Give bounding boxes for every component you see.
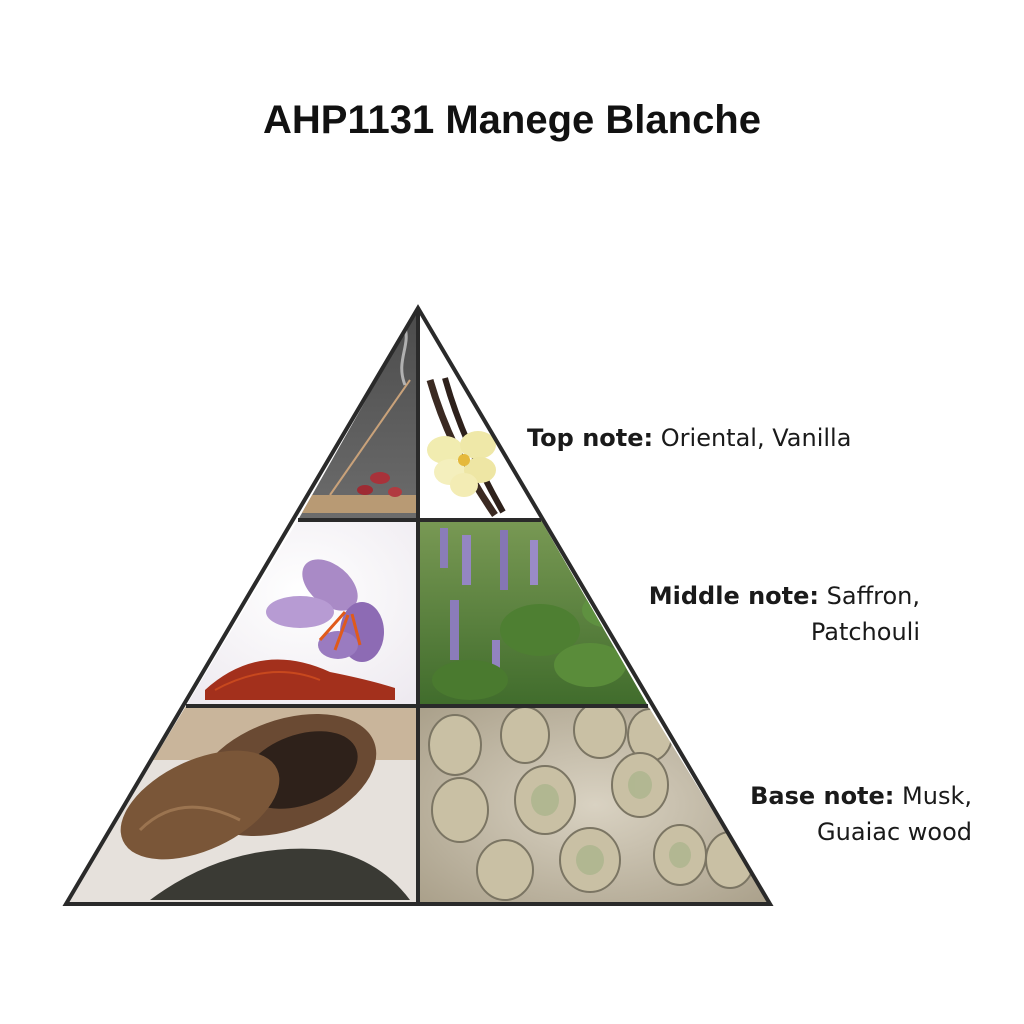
middle-note-heading: Middle note: xyxy=(649,582,819,610)
base-note-value-2: Guaiac wood xyxy=(750,814,972,850)
guaiac-logs-icon xyxy=(415,700,775,910)
base-note-label: Base note: Musk, Guaiac wood xyxy=(750,778,972,850)
top-note-heading: Top note: xyxy=(527,424,653,452)
patchouli-plant-icon xyxy=(415,515,655,710)
top-note-value: Oriental, Vanilla xyxy=(661,424,852,452)
musk-pod-icon xyxy=(60,691,425,910)
middle-note-label: Middle note: Saffron, Patchouli xyxy=(649,578,920,650)
base-note-heading: Base note: xyxy=(750,782,894,810)
saffron-flower-icon xyxy=(180,515,425,710)
middle-note-value-2: Patchouli xyxy=(649,614,920,650)
top-note-label: Top note: Oriental, Vanilla xyxy=(527,420,851,456)
middle-note-value-1: Saffron, xyxy=(827,582,920,610)
base-note-value-1: Musk, xyxy=(902,782,972,810)
